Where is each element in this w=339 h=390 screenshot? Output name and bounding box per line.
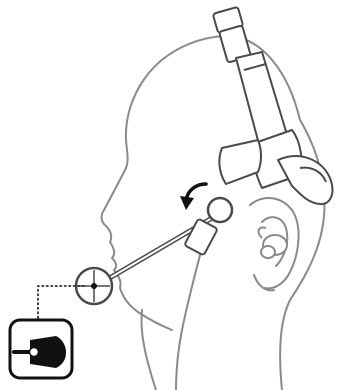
face-forehead-nose: [102, 168, 126, 242]
skull-outline: [126, 36, 232, 168]
mic-capsule-center: [91, 283, 97, 289]
callout-mic-port: [30, 348, 39, 357]
earbud-wing: [259, 228, 266, 238]
boom-pivot: [219, 140, 261, 184]
boom-socket: [184, 219, 218, 256]
cable-line: [176, 240, 204, 390]
boom-mic: [76, 198, 232, 304]
earbud-tip: [261, 246, 275, 258]
rotate-boom-arrow-icon: [180, 184, 206, 210]
earbud: [259, 228, 287, 258]
headset: [213, 7, 333, 204]
boom-pivot-ring: [208, 198, 232, 222]
headset-cable: [176, 240, 204, 390]
microphone-side-callout: [10, 320, 72, 378]
rotation-arrow-head: [180, 196, 194, 210]
